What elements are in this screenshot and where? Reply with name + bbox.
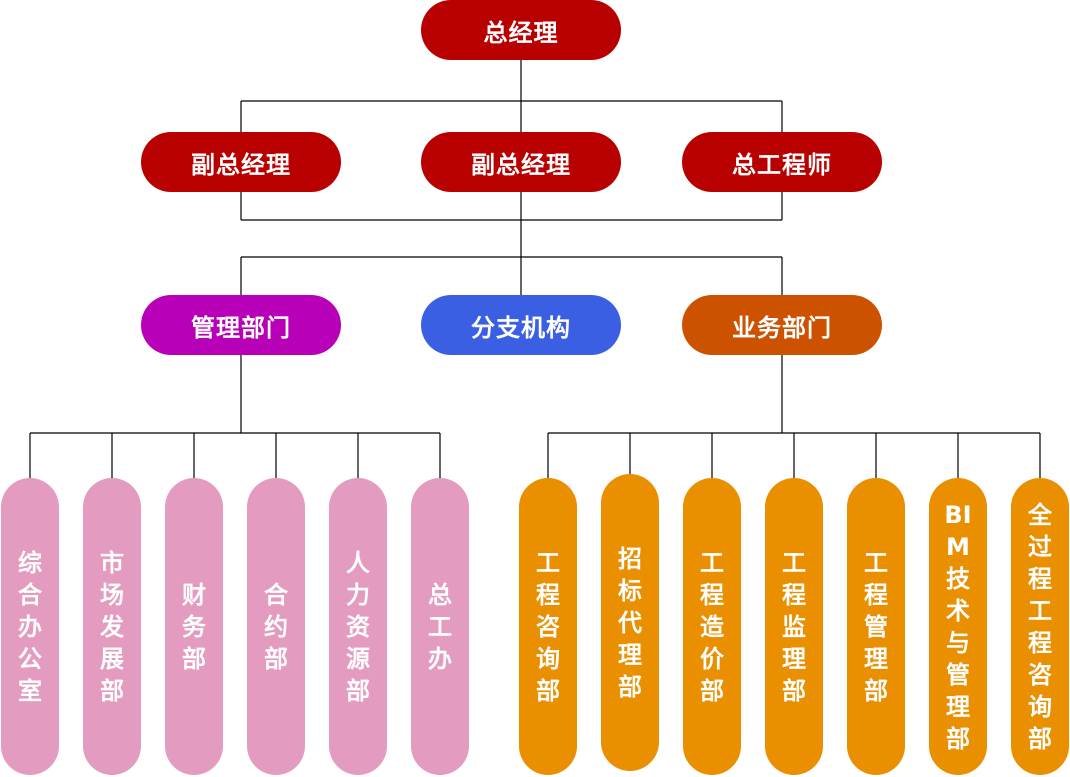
node-mgmt-dept-0: 综合办公室 bbox=[1, 478, 59, 775]
dept-label: 综合办公室 bbox=[18, 548, 42, 705]
node-label: 分支机构 bbox=[471, 313, 571, 342]
dept-label: 工程监理部 bbox=[782, 548, 806, 705]
node-biz-dept-5: BIM技术与管理部 bbox=[929, 478, 987, 775]
node-biz-dept-2: 工程造价部 bbox=[683, 478, 741, 775]
node-label: 总经理 bbox=[483, 18, 559, 47]
dept-label: 工程管理部 bbox=[864, 548, 888, 705]
dept-label: 人力资源部 bbox=[346, 548, 370, 705]
node-biz-dept-6: 全过程工程咨询部 bbox=[1011, 478, 1069, 775]
node-label: 副总经理 bbox=[471, 150, 571, 179]
dept-label: BIM技术与管理部 bbox=[944, 500, 972, 753]
node-mgmt-dept-2: 财务部 bbox=[165, 478, 223, 775]
node-general-manager: 总经理 bbox=[421, 0, 621, 60]
dept-label: 工程咨询部 bbox=[536, 548, 560, 705]
node-label: 总工程师 bbox=[732, 150, 832, 179]
node-mgmt-dept-3: 合约部 bbox=[247, 478, 305, 775]
dept-label: 合约部 bbox=[264, 580, 288, 673]
node-mgmt-dept-1: 市场发展部 bbox=[83, 478, 141, 775]
node-label: 管理部门 bbox=[191, 313, 291, 342]
node-mgmt-dept-4: 人力资源部 bbox=[329, 478, 387, 775]
dept-label: 工程造价部 bbox=[700, 548, 724, 705]
node-management-group: 管理部门 bbox=[141, 295, 341, 355]
dept-label: 财务部 bbox=[182, 580, 206, 673]
node-biz-dept-1: 招标代理部 bbox=[601, 474, 659, 771]
node-biz-dept-0: 工程咨询部 bbox=[519, 478, 577, 775]
node-business-group: 业务部门 bbox=[682, 295, 882, 355]
dept-label: 招标代理部 bbox=[618, 544, 642, 701]
node-branch-group: 分支机构 bbox=[421, 295, 621, 355]
node-chief-engineer: 总工程师 bbox=[682, 132, 882, 192]
node-biz-dept-3: 工程监理部 bbox=[765, 478, 823, 775]
node-deputy-gm-1: 副总经理 bbox=[141, 132, 341, 192]
dept-label: 全过程工程咨询部 bbox=[1028, 500, 1052, 753]
dept-label: 总工办 bbox=[428, 580, 452, 673]
node-label: 副总经理 bbox=[191, 150, 291, 179]
node-biz-dept-4: 工程管理部 bbox=[847, 478, 905, 775]
node-deputy-gm-2: 副总经理 bbox=[421, 132, 621, 192]
dept-label: 市场发展部 bbox=[100, 548, 124, 705]
node-mgmt-dept-5: 总工办 bbox=[411, 478, 469, 775]
node-label: 业务部门 bbox=[732, 313, 832, 342]
